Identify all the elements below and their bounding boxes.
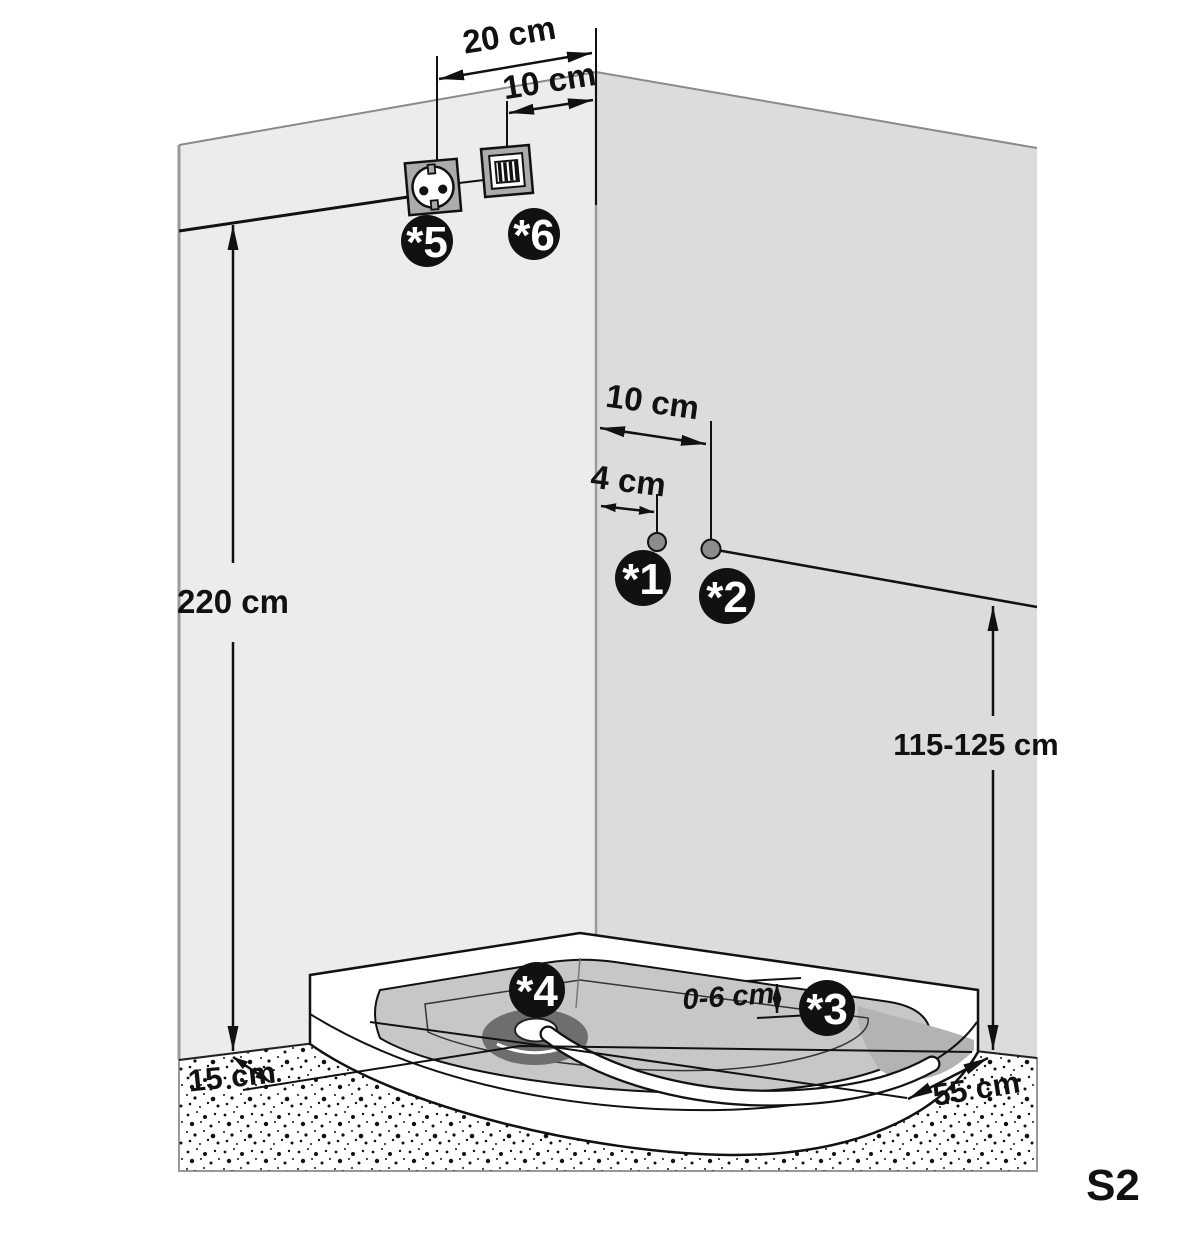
callout-marker-2: *2 xyxy=(699,568,755,624)
grille-bar xyxy=(503,162,509,182)
outlet-earth-notch-bottom xyxy=(429,199,440,211)
tick-top xyxy=(746,977,802,982)
tray-corner-crease xyxy=(575,957,581,1009)
callout-marker-1: *1 xyxy=(615,550,671,606)
grille-bar xyxy=(513,161,520,181)
grille-bar xyxy=(508,161,514,181)
dimension-arrow xyxy=(599,426,707,446)
dimension-arrow xyxy=(232,1055,271,1084)
walls xyxy=(177,71,1038,1060)
drain-pipe xyxy=(541,1027,939,1105)
callout-marker-5: *5 xyxy=(401,215,453,267)
callout-label: *1 xyxy=(622,555,664,604)
tray-basin-floor-outline xyxy=(424,979,869,1072)
dimension-label: 0-6 cm xyxy=(681,978,775,1016)
dimension-4cm: 4 cm xyxy=(589,458,668,539)
callout-label: *5 xyxy=(406,218,448,267)
junction-box-icon xyxy=(479,143,535,199)
dimension-115-125cm: 115-125 cm xyxy=(893,606,1059,1050)
callout-circle xyxy=(509,962,565,1018)
connection-dot-1 xyxy=(647,532,667,552)
left-wall-top-edge xyxy=(178,71,597,146)
dimension-arrow xyxy=(907,1056,989,1101)
connection-points xyxy=(647,532,722,560)
socket-to-box-wire xyxy=(458,179,485,184)
reference-lines xyxy=(178,179,1038,1099)
right-wall xyxy=(596,72,1037,1058)
dimension-label: 220 cm xyxy=(177,583,289,620)
callout-label: *2 xyxy=(706,573,748,622)
floor-offset-line xyxy=(242,1044,973,1091)
callout-circle xyxy=(401,215,453,267)
callout-markers: *1 *2 *3 *4 *5 *6 xyxy=(401,208,855,1036)
outlet-height-line xyxy=(178,195,409,233)
dimension-arrow xyxy=(508,98,594,115)
dimension-arrow xyxy=(600,503,655,515)
callout-marker-6: *6 xyxy=(508,208,560,260)
callout-circle xyxy=(799,980,855,1036)
drain-reference-line xyxy=(369,1021,908,1099)
callout-marker-4: *4 xyxy=(509,962,565,1018)
right-wall-top-edge xyxy=(595,71,1038,149)
dimension-label: 20 cm xyxy=(460,9,558,61)
dimension-label: 115-125 cm xyxy=(893,727,1058,762)
grille-bar xyxy=(497,162,503,182)
outlet-pin-hole-right xyxy=(438,184,448,194)
callout-marker-3: *3 xyxy=(799,980,855,1036)
callout-label: *3 xyxy=(806,985,848,1034)
dimension-220cm: 220 cm xyxy=(177,225,289,1051)
page-code: S2 xyxy=(1086,1161,1140,1210)
power-outlet-icon xyxy=(403,157,463,217)
dimension-arrow xyxy=(438,51,593,81)
connection-dot-2 xyxy=(700,538,722,560)
left-wall xyxy=(179,72,596,1060)
dimension-label: 4 cm xyxy=(589,458,668,504)
outlet-pin-hole-left xyxy=(419,186,429,196)
outlet-earth-notch-top xyxy=(426,163,437,175)
callout-circle xyxy=(508,208,560,260)
callout-circle xyxy=(699,568,755,624)
dimension-0-6cm: 0-6 cm xyxy=(681,977,812,1019)
callout-circle xyxy=(615,550,671,606)
connection-level-line xyxy=(710,547,1038,609)
callout-label: *4 xyxy=(516,967,558,1016)
callout-label: *6 xyxy=(513,211,555,260)
